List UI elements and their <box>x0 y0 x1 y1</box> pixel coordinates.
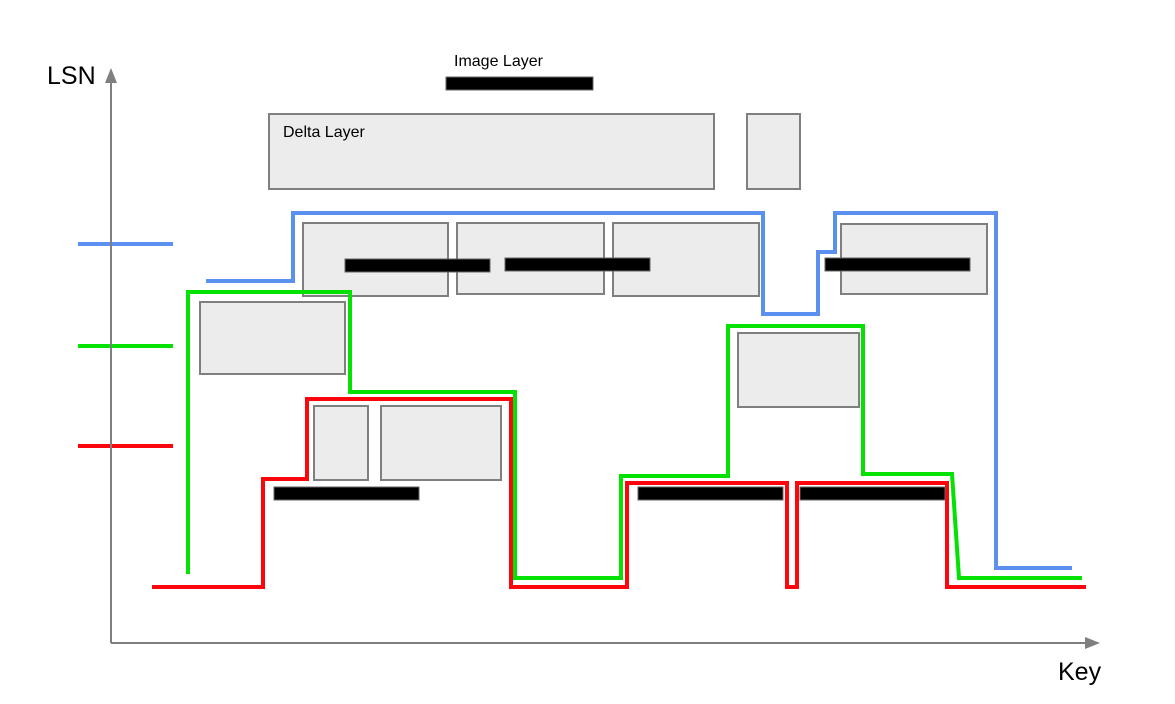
image-layer-legend-label: Image Layer <box>454 53 543 70</box>
image-layer-legend-bar <box>445 76 594 91</box>
timeline-line-green <box>186 290 1082 580</box>
y-axis-arrowhead <box>105 68 117 83</box>
delta-layer-box-red-small <box>313 405 369 481</box>
image-layer-bar-5 <box>637 486 784 501</box>
image-layer-bar-4 <box>273 486 420 501</box>
timeline-line-blue <box>206 211 1072 570</box>
delta-layer-box-green-left <box>199 301 346 375</box>
lsn-axis-label: LSN <box>47 62 96 90</box>
timeline-line-red <box>152 397 1086 589</box>
delta-layer-box-legend <box>268 113 715 190</box>
image-layer-bar-3 <box>824 257 971 272</box>
delta-layer-box-red-large <box>380 405 502 481</box>
image-layer-bar-6 <box>799 486 946 501</box>
delta-layer-legend-label: Delta Layer <box>283 124 365 141</box>
image-layer-bar-1 <box>344 258 491 273</box>
delta-layer-box-top-small <box>746 113 801 190</box>
image-layer-bar-2 <box>504 257 651 272</box>
delta-layer-box-green-right <box>737 332 860 408</box>
x-axis-arrowhead <box>1085 637 1100 649</box>
key-axis-label: Key <box>1058 658 1102 686</box>
